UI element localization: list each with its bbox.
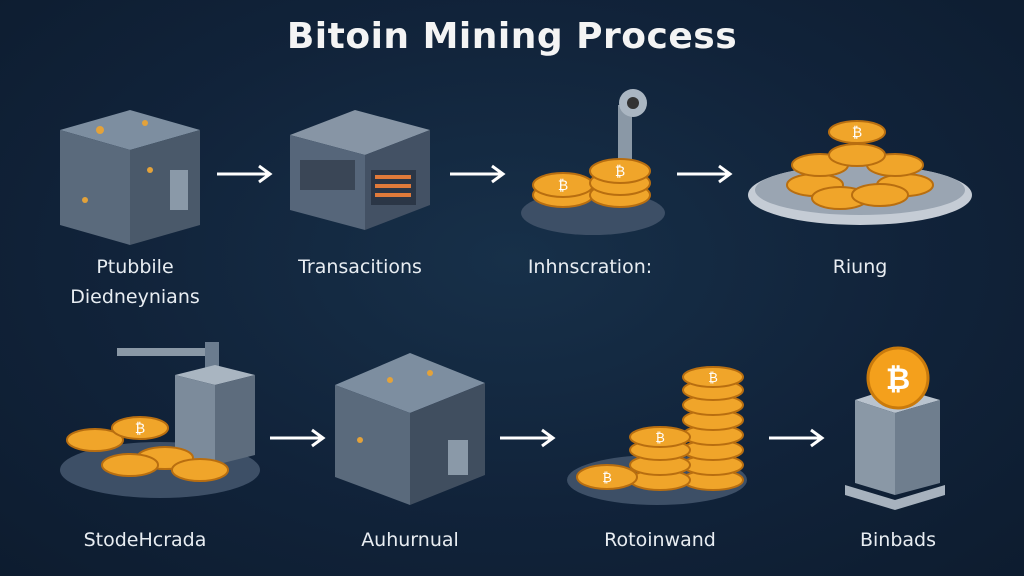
label-line: Transacitions (298, 256, 422, 278)
bitcoin-symbol: ₿ (615, 164, 625, 180)
label-line: Inhnscration: (527, 256, 653, 278)
robot-arm-coins-icon: ₿ ₿ (521, 89, 665, 235)
step-6-label: Auhurnual (320, 525, 500, 555)
arrow-right-icon (769, 428, 825, 448)
label-line: Diedneynians (70, 286, 200, 308)
step-8: ₿ (840, 345, 950, 515)
step-4: ₿ (745, 110, 975, 235)
step-2 (285, 100, 435, 240)
coin-press-icon: ₿ (60, 342, 260, 498)
mining-box-icon (335, 353, 485, 505)
step-1 (50, 90, 210, 250)
bitcoin-symbol: ₿ (602, 471, 612, 486)
step-6 (330, 345, 490, 510)
label-line: Binbads (859, 529, 937, 551)
step-7: ₿ ₿ ₿ (565, 365, 750, 510)
bitcoin-symbol: ₿ (708, 371, 718, 386)
step-5: ₿ (55, 340, 265, 505)
arrow-right-icon (270, 428, 326, 448)
arrow-right-icon (500, 428, 556, 448)
step-2-label: Transacitions (270, 252, 450, 282)
coin-pile-icon: ₿ (748, 120, 972, 225)
mining-machine-icon (290, 110, 430, 230)
step-8-label: Binbads (808, 525, 988, 555)
bitcoin-symbol: ₿ (886, 362, 910, 397)
arrow-right-icon (217, 164, 273, 184)
bitcoin-symbol: ₿ (655, 431, 665, 446)
step-4-label: Riung (770, 252, 950, 282)
bitcoin-symbol: ₿ (558, 178, 568, 194)
bitcoin-symbol: ₿ (852, 125, 862, 141)
step-3: ₿ ₿ (518, 85, 668, 245)
label-line: Auhurnual (361, 529, 459, 551)
label-line: Rotoinwand (604, 529, 716, 551)
arrow-right-icon (677, 164, 733, 184)
page-title: Bitoin Mining Process (286, 16, 738, 57)
label-line: Riung (832, 256, 888, 278)
label-line: Ptubbile (96, 256, 174, 278)
step-7-label: Rotoinwand (570, 525, 750, 555)
coin-stacks-icon: ₿ ₿ ₿ (567, 366, 747, 505)
step-1-label: Ptubbile Diedneynians (40, 252, 230, 312)
label-line: StodeHcrada (83, 529, 207, 551)
bitcoin-pedestal-icon: ₿ (845, 346, 945, 510)
step-5-label: StodeHcrada (55, 525, 235, 555)
step-3-label: Inhnscration: (500, 252, 680, 282)
mining-box-icon (60, 110, 200, 245)
bitcoin-symbol: ₿ (135, 421, 145, 437)
arrow-right-icon (450, 164, 506, 184)
